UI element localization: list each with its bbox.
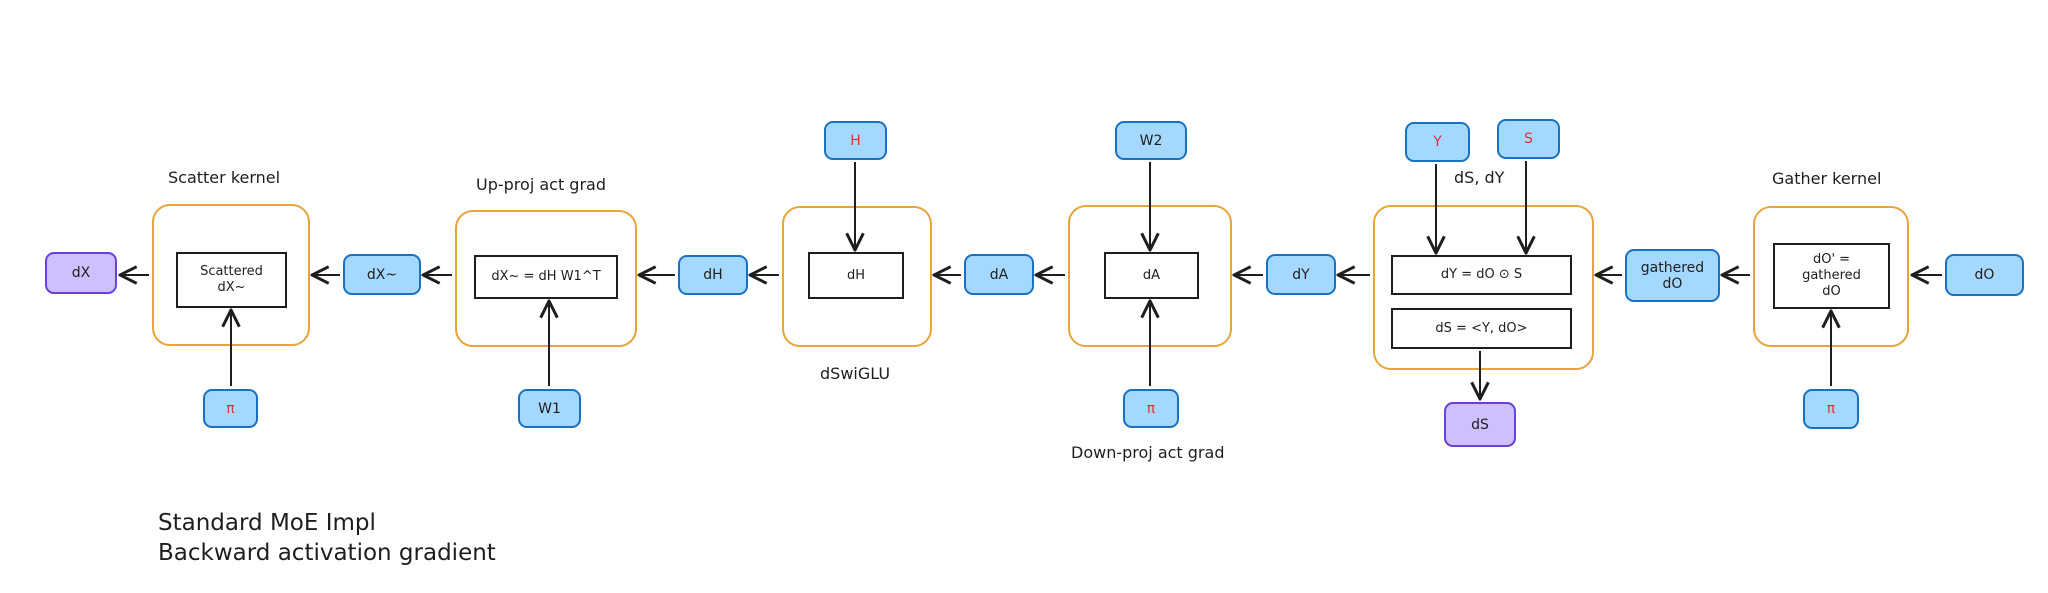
down-proj-act-grad-label: Down-proj act grad — [1071, 443, 1225, 462]
do-input-node: dO — [1945, 254, 2024, 296]
dswiglu-group — [782, 206, 932, 347]
up-proj-op-box: dX~ = dH W1^T — [474, 255, 618, 299]
h-label: H — [850, 132, 861, 149]
dx-output-node: dX — [45, 252, 117, 294]
gather-kernel-label: Gather kernel — [1772, 169, 1882, 188]
da-node: dA — [964, 254, 1034, 295]
pi-gather-label: π — [1826, 401, 1836, 417]
y-label: Y — [1433, 134, 1442, 150]
s-node: S — [1497, 119, 1560, 159]
ds-output-node: dS — [1444, 402, 1516, 447]
dy-node: dY — [1266, 254, 1336, 295]
up-proj-act-grad-label: Up-proj act grad — [476, 175, 606, 194]
pi-gather-node: π — [1803, 389, 1859, 429]
gather-op-box: dO' = gathered dO — [1773, 243, 1890, 309]
ds-dy-group — [1373, 205, 1594, 370]
pi-down-label: π — [1146, 400, 1156, 417]
pi-scatter-node: π — [203, 389, 258, 428]
dy-equation-box: dY = dO ⊙ S — [1391, 255, 1572, 295]
s-label: S — [1524, 131, 1533, 147]
dswiglu-op-box: dH — [808, 252, 904, 299]
w2-node: W2 — [1115, 121, 1187, 160]
scatter-op-box: Scattered dX~ — [176, 252, 287, 308]
h-node: H — [824, 121, 887, 160]
caption-line-1: Standard MoE Impl — [158, 510, 376, 536]
pi-scatter-label: π — [226, 400, 235, 417]
gathered-do-node: gathered dO — [1625, 249, 1720, 302]
scatter-kernel-label: Scatter kernel — [168, 168, 281, 187]
y-node: Y — [1405, 122, 1470, 162]
dh-node: dH — [678, 255, 748, 295]
down-proj-op-box: dA — [1104, 252, 1199, 299]
dx-tilde-node: dX~ — [343, 254, 421, 295]
dswiglu-label: dSwiGLU — [820, 364, 891, 383]
up-proj-group — [455, 210, 637, 347]
caption-line-2: Backward activation gradient — [158, 540, 496, 566]
w1-node: W1 — [518, 389, 581, 428]
ds-equation-box: dS = <Y, dO> — [1391, 308, 1572, 349]
pi-down-node: π — [1123, 389, 1179, 428]
ds-dy-label: dS, dY — [1454, 168, 1505, 187]
